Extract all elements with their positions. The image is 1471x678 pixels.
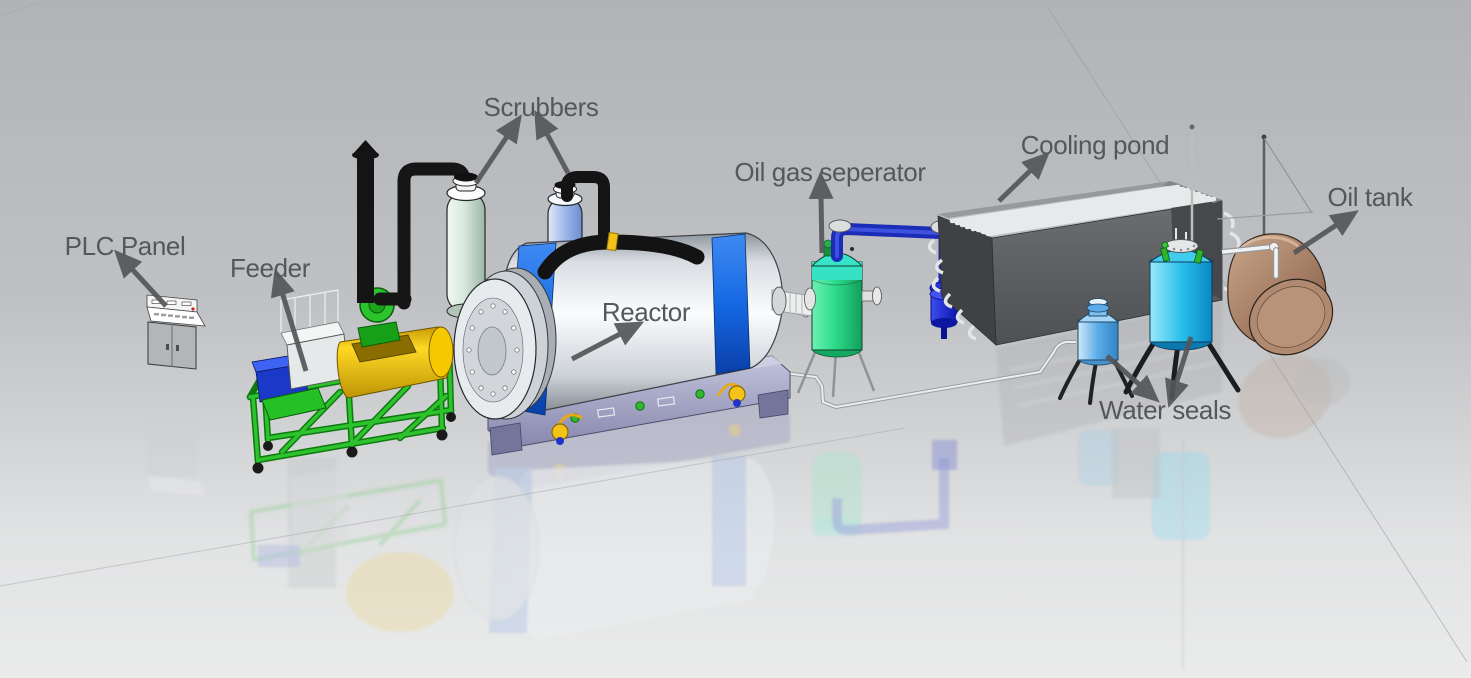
oil-tank-label: Oil tank	[1327, 182, 1413, 212]
flange-bolts	[466, 303, 520, 397]
base-fittings	[489, 382, 789, 456]
water-seals-arrow-left	[1105, 354, 1160, 403]
reactor-arrow	[570, 321, 645, 362]
plc-panel-label: PLC Panel	[64, 231, 186, 261]
caster-wheels	[252, 412, 456, 474]
cooling-pond-label: Cooling pond	[1020, 130, 1170, 160]
water-seals-arrow-right	[1165, 336, 1194, 408]
exhaust-chimney	[352, 140, 379, 303]
oil-gas-separator-model	[771, 239, 882, 398]
oil-gas-separator-arrow	[808, 171, 834, 254]
feeder-model	[246, 287, 456, 474]
reactor-label: Reactor	[601, 297, 691, 327]
reactor-model	[453, 232, 812, 456]
oil-tank-arrow	[1292, 210, 1359, 256]
plc-panel-model	[146, 294, 206, 370]
oil-gas-separator-label: Oil gas seperator	[734, 157, 926, 187]
oil-tank-model	[1221, 233, 1334, 356]
vent-poles	[1189, 124, 1314, 258]
floor-reflections	[146, 302, 1350, 668]
scrubbers-arrow-left	[473, 114, 522, 185]
scrubber-left-model	[446, 172, 486, 319]
callout-arrows	[114, 109, 1359, 408]
water-seals-label: Water seals	[1099, 395, 1231, 425]
reactor-top-pipe	[537, 171, 705, 280]
cooling-pond-arrow	[997, 151, 1050, 203]
feeder-label: Feeder	[230, 253, 310, 283]
scrubbers-arrow-right	[534, 109, 571, 175]
condenser-tubes	[949, 184, 1217, 237]
feeder-arrow	[270, 268, 309, 372]
plc-panel-arrow	[114, 249, 168, 308]
floor-piping	[769, 340, 1076, 410]
scrubbers-label: Scrubbers	[483, 92, 599, 122]
